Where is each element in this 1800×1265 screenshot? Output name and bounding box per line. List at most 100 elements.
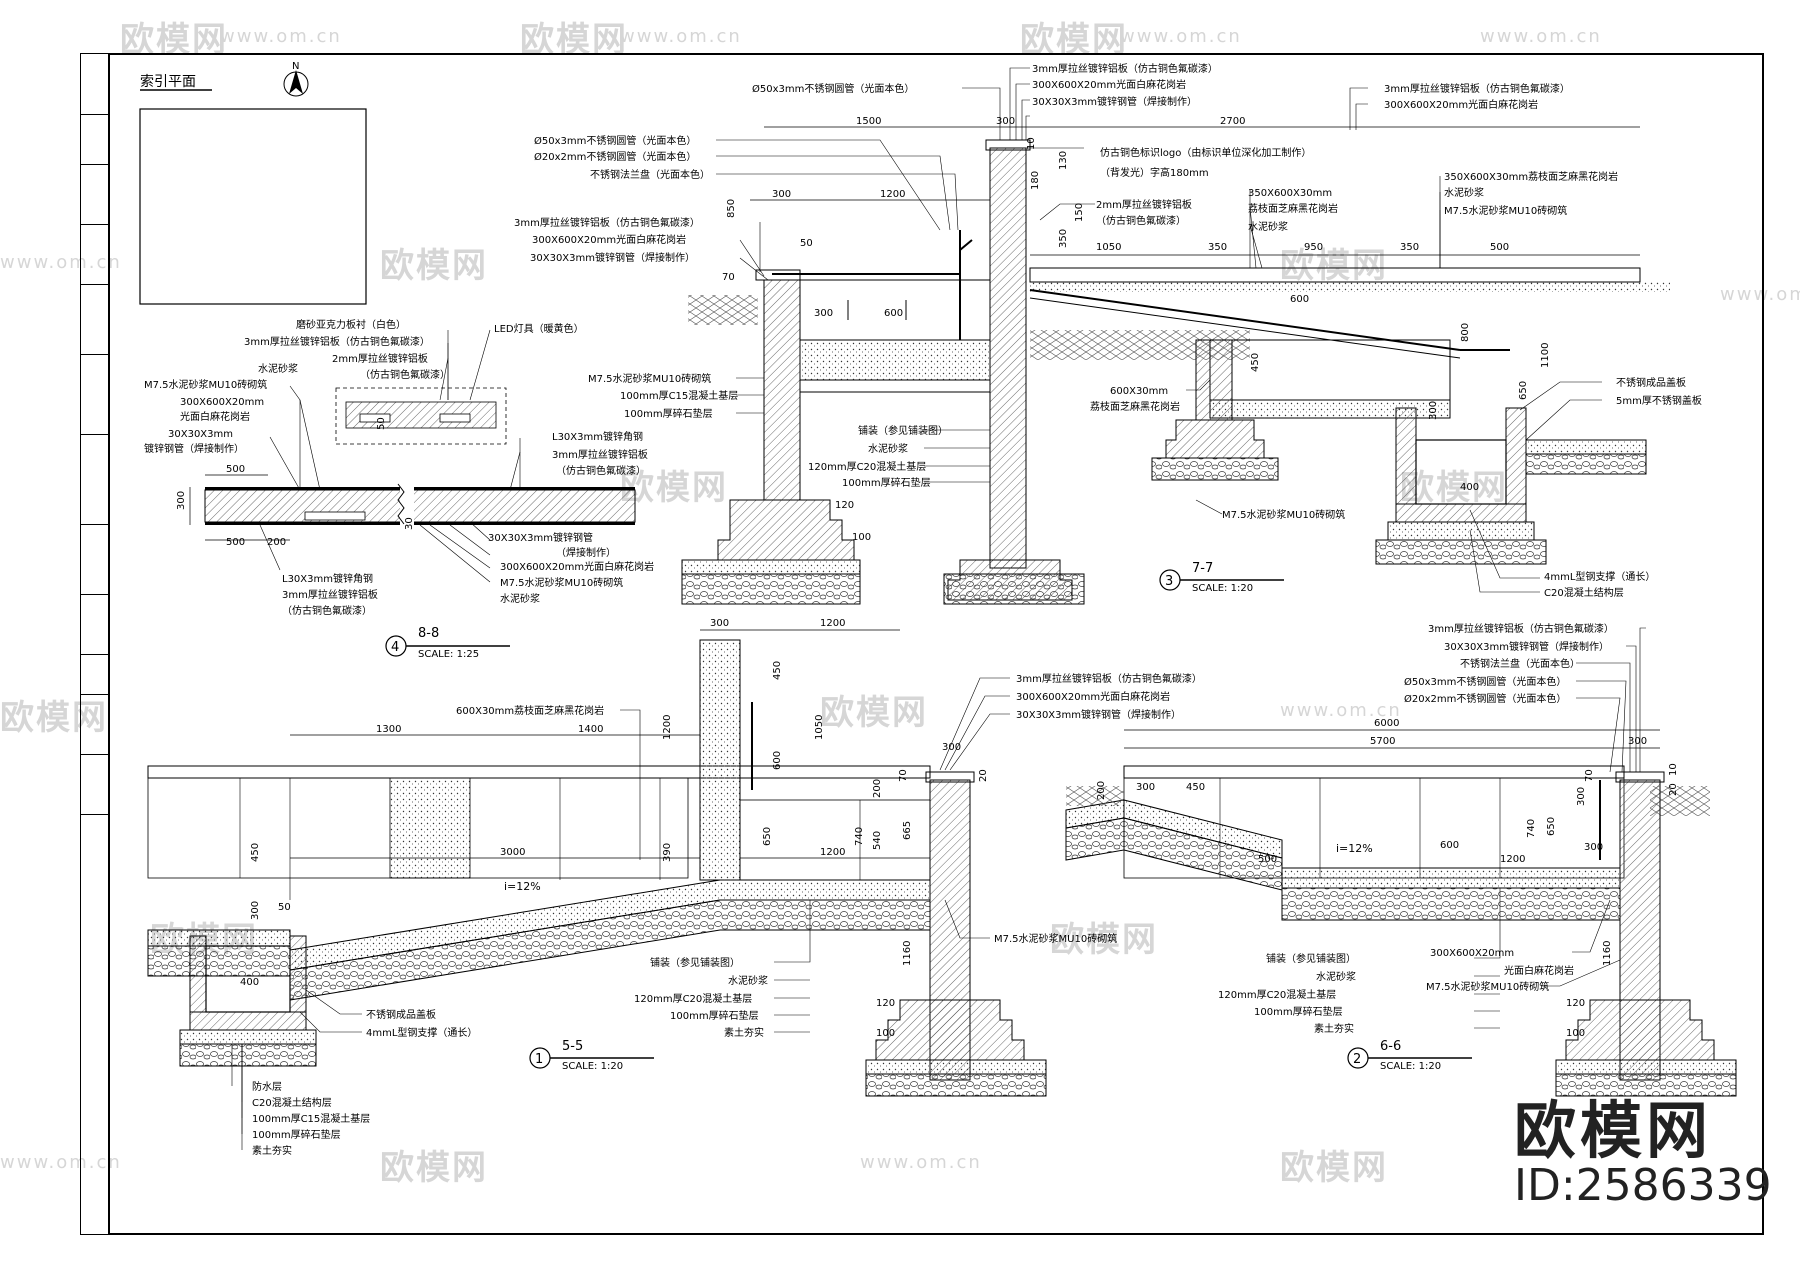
dim-1160: 1160 bbox=[902, 941, 913, 966]
label-77-ll2: 300X600X20mm光面白麻花岗岩 bbox=[532, 233, 686, 246]
dim-50: 50 bbox=[278, 902, 291, 913]
label-77-g2: 5mm厚不锈钢盖板 bbox=[1616, 394, 1702, 407]
label-88-l6: 光面白麻花岗岩 bbox=[180, 410, 250, 423]
detail-scale: SCALE: 1:25 bbox=[418, 649, 479, 660]
label-88-l16: （焊接制作） bbox=[556, 546, 616, 559]
dim-950: 950 bbox=[1304, 242, 1323, 253]
detail-6-6: 6000 5700 300 300 450 600 1200 500 200 7… bbox=[1065, 622, 1737, 1097]
label-55-b5: 素土夯实 bbox=[252, 1144, 292, 1157]
label-77-top2: 3mm厚拉丝镀锌铝板（仿古铜色氟碳漆） bbox=[1032, 62, 1218, 75]
label-77-l3: 不锈钢法兰盘（光面本色） bbox=[590, 168, 710, 181]
watermark-url: www.om.cn bbox=[620, 26, 742, 47]
label-88-l2: 3mm厚拉丝镀锌铝板（仿古铜色氟碳漆） bbox=[244, 335, 430, 348]
label-88-l17: 300X600X20mm光面白麻花岗岩 bbox=[500, 560, 654, 573]
detail-7-7: 1500 300 2700 1200 300 1050 350 950 350 … bbox=[514, 62, 1702, 605]
label-55-g1: 不锈钢成品盖板 bbox=[366, 1008, 436, 1021]
detail-title: 8-8 bbox=[418, 626, 439, 641]
dim-350b: 350 bbox=[1400, 242, 1419, 253]
watermark-logo: 欧模网 bbox=[1280, 1148, 1388, 1188]
watermark-logo: 欧模网 bbox=[0, 698, 108, 738]
dim-300b: 300 bbox=[772, 189, 791, 200]
label-66-r1: 3mm厚拉丝镀锌铝板（仿古铜色氟碳漆） bbox=[1428, 622, 1614, 635]
label-77-l1: Ø50x3mm不锈钢圆管（光面本色） bbox=[534, 134, 696, 147]
label-55-b4: 100mm厚碎石垫层 bbox=[252, 1128, 341, 1141]
label-77-rr2: 水泥砂浆 bbox=[1444, 186, 1484, 199]
label-55-r1: 3mm厚拉丝镀锌铝板（仿古铜色氟碳漆） bbox=[1016, 672, 1202, 685]
dim-70: 70 bbox=[722, 272, 735, 283]
label-77-m1: 2mm厚拉丝镀锌铝板 bbox=[1096, 198, 1192, 211]
label-77-g1: 不锈钢成品盖板 bbox=[1616, 376, 1686, 389]
label-88-l15: 30X30X3mm镀锌钢管 bbox=[488, 531, 593, 544]
label-88-l4: M7.5水泥砂浆MU10砖砌筑 bbox=[144, 378, 267, 391]
brand-id: ID:2586339 bbox=[1514, 1160, 1772, 1211]
dim-100: 100 bbox=[1566, 1028, 1585, 1039]
label-88-l3: 水泥砂浆 bbox=[258, 362, 298, 375]
dim-300: 300 bbox=[1628, 736, 1647, 747]
label-88-l12: L30X3mm镀锌角钢 bbox=[552, 430, 643, 443]
label-77-m5: 水泥砂浆 bbox=[1248, 220, 1288, 233]
label-88-l11: （仿古铜色氟碳漆） bbox=[360, 368, 450, 381]
watermark-url: www.om.cn bbox=[0, 252, 122, 273]
watermark-url: www.om.cn bbox=[1120, 26, 1242, 47]
dim-70: 70 bbox=[1584, 769, 1595, 782]
dim-1200b: 1200 bbox=[820, 847, 845, 858]
dim-10: 10 bbox=[1668, 763, 1679, 776]
watermark-logo: 欧模网 bbox=[380, 1148, 488, 1188]
label-77-logo1: 仿古铜色标识logo（由标识单位深化加工制作） bbox=[1100, 146, 1311, 159]
index-plan-frame bbox=[139, 108, 367, 305]
watermark-logo: 欧模网 bbox=[1400, 468, 1508, 508]
label-55-r2: 300X600X20mm光面白麻花岗岩 bbox=[1016, 690, 1170, 703]
label-55-m1: M7.5水泥砂浆MU10砖砌筑 bbox=[994, 932, 1117, 945]
detail-number: 2 bbox=[1353, 1052, 1361, 1067]
label-55-p2: 水泥砂浆 bbox=[728, 974, 768, 987]
label-77-f1: M7.5水泥砂浆MU10砖砌筑 bbox=[588, 372, 711, 385]
detail-scale: SCALE: 1:20 bbox=[562, 1061, 623, 1072]
dim-1500: 1500 bbox=[856, 116, 881, 127]
detail-title: 6-6 bbox=[1380, 1039, 1401, 1054]
label-77-ll1: 3mm厚拉丝镀锌铝板（仿古铜色氟碳漆） bbox=[514, 216, 700, 229]
label-88-l22: （仿古铜色氟碳漆） bbox=[282, 604, 372, 617]
dim-1300: 1300 bbox=[376, 724, 401, 735]
watermark-url: www.om.cn bbox=[1280, 700, 1402, 721]
north-arrow-icon: N bbox=[283, 61, 309, 97]
label-77-p4: 100mm厚碎石垫层 bbox=[842, 476, 931, 489]
dim-350: 350 bbox=[1208, 242, 1227, 253]
dim-10: 10 bbox=[1026, 137, 1037, 150]
dim-1050: 1050 bbox=[814, 715, 825, 740]
dim-1200: 1200 bbox=[820, 618, 845, 629]
dim-600: 600 bbox=[772, 751, 783, 770]
watermark-logo: 欧模网 bbox=[1280, 246, 1388, 286]
index-plan-title: 索引平面 bbox=[140, 73, 196, 90]
dim-300: 300 bbox=[996, 116, 1015, 127]
watermark-logo: 欧模网 bbox=[380, 246, 488, 286]
dim-450: 450 bbox=[1250, 353, 1261, 372]
label-77-l2: Ø20x2mm不锈钢圆管（光面本色） bbox=[534, 150, 696, 163]
dim-300: 300 bbox=[710, 618, 729, 629]
dim-400: 400 bbox=[1460, 482, 1479, 493]
label-55-p3: 120mm厚C20混凝土基层 bbox=[634, 992, 752, 1005]
label-66-r4: Ø50x3mm不锈钢圆管（光面本色） bbox=[1404, 675, 1566, 688]
dim-300c: 300 bbox=[942, 742, 961, 753]
label-77-top3: 300X600X20mm光面白麻花岗岩 bbox=[1032, 78, 1186, 91]
label-88-l14: （仿古铜色氟碳漆） bbox=[556, 464, 646, 477]
dim-120: 120 bbox=[1566, 998, 1585, 1009]
dim-450: 450 bbox=[1186, 782, 1205, 793]
label-88-l20: L30X3mm镀锌角钢 bbox=[282, 572, 373, 585]
dim-30: 30 bbox=[404, 517, 415, 530]
label-55-t1: 600X30mm荔枝面芝麻黑花岗岩 bbox=[456, 704, 604, 717]
dim-650: 650 bbox=[762, 827, 773, 846]
label-66-p2: 水泥砂浆 bbox=[1316, 970, 1356, 983]
dim-2700: 2700 bbox=[1220, 116, 1245, 127]
drawing-sheet bbox=[108, 53, 1764, 1235]
dim-5700: 5700 bbox=[1370, 736, 1395, 747]
label-88-l7: 30X30X3mm bbox=[168, 429, 233, 440]
dim-300: 300 bbox=[176, 491, 187, 510]
label-88-l18: M7.5水泥砂浆MU10砖砌筑 bbox=[500, 576, 623, 589]
dim-400: 400 bbox=[240, 977, 259, 988]
dim-600: 600 bbox=[1440, 840, 1459, 851]
label-77-top4: 30X30X3mm镀锌钢管（焊接制作） bbox=[1032, 95, 1197, 108]
label-55-b2: C20混凝土结构层 bbox=[252, 1096, 332, 1109]
brand-logo-text: 欧模网 bbox=[1514, 1094, 1713, 1167]
dim-500: 500 bbox=[1258, 854, 1277, 865]
